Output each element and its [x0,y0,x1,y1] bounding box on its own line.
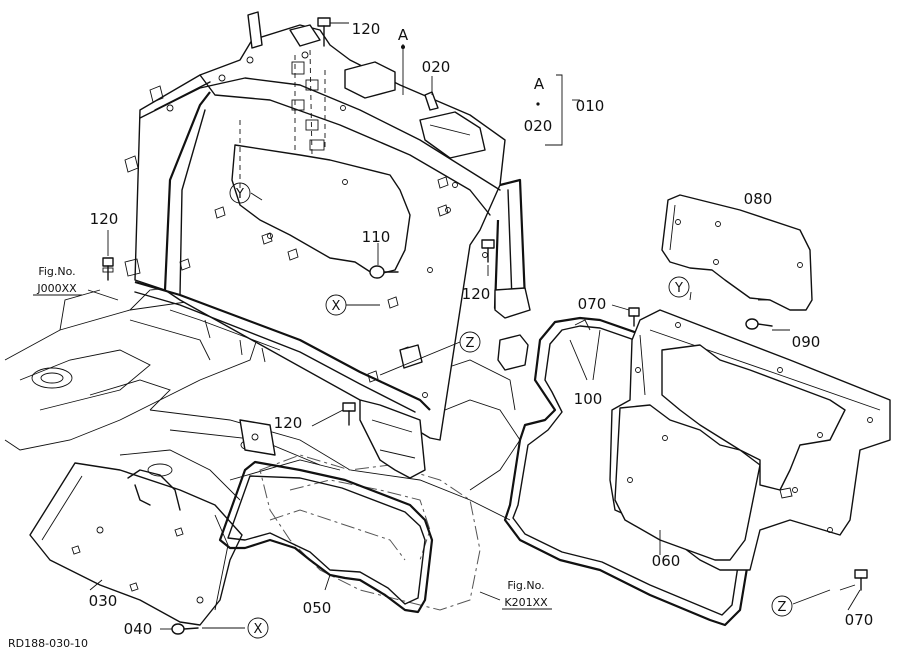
leader-lines [87,22,861,630]
right-cover [609,309,891,571]
left-seal-frame [218,460,434,614]
ref-k201xx-code: K201XX [504,596,548,609]
ref-j000xx-code: J000XX [36,282,77,295]
callout-020-top: 020 [422,58,451,76]
marker-y-2-label: Y [674,281,683,296]
marker-x-2-label: X [254,622,263,637]
fasteners [102,17,868,635]
callout-070-top: 070 [578,295,607,313]
callout-090: 090 [792,333,821,351]
panel-clips [124,85,449,383]
callout-110: 110 [362,228,391,246]
callout-100: 100 [574,390,603,408]
group-dot [536,102,540,106]
callout-080: 080 [744,190,773,208]
bolt-stack [291,49,326,156]
callout-120-right: 120 [462,285,491,303]
clip-090 [745,318,773,330]
clip-070-top [628,307,640,327]
bolt-120-top [317,17,331,47]
bolt-120-left [102,257,114,281]
left-lower-cover [29,462,243,626]
marker-z-1-label: Z [466,336,475,351]
callout-120-top: 120 [352,20,381,38]
clip-070-bottom [839,569,868,591]
callout-070-bottom: 070 [845,611,874,629]
callout-060: 060 [652,552,681,570]
callout-120-bottom: 120 [274,414,303,432]
bolt-120-right [481,239,495,263]
clip-040 [171,623,199,635]
top-brackets [247,11,486,159]
callout-020-group: 020 [524,117,553,135]
marker-z-1: Z [459,331,481,353]
markers: Y X Z Y X Z [229,182,793,639]
marker-y-1: Y [229,182,251,204]
ref-k201xx-label: Fig.No. [507,579,544,592]
callout-040: 040 [124,620,153,638]
callout-120-left: 120 [90,210,119,228]
grommet-110 [369,265,399,279]
marker-y-1-label: Y [235,187,244,202]
callout-010: 010 [576,97,605,115]
marker-y-2: Y [668,276,690,298]
marker-x-2: X [247,617,269,639]
callout-030: 030 [89,592,118,610]
figure-references: Fig.No. J000XX Fig.No. K201XX [33,265,552,610]
marker-x-1-label: X [332,299,341,314]
panel-holes [166,51,488,398]
main-rear-panel [124,11,531,479]
marker-z-2-label: Z [778,600,787,615]
marker-x-1: X [325,294,347,316]
top-right-cover [661,194,813,311]
callout-a-top: A [398,26,409,44]
callout-a-group: A [534,75,545,93]
bolt-120-bottom [342,402,356,426]
figure-code: RD188-030-10 [8,637,88,650]
callout-050: 050 [303,599,332,617]
ref-j000xx-label: Fig.No. [38,265,75,278]
marker-z-2: Z [771,595,793,617]
callouts: 120 A 020 A 020 010 120 110 120 120 080 … [89,20,874,638]
